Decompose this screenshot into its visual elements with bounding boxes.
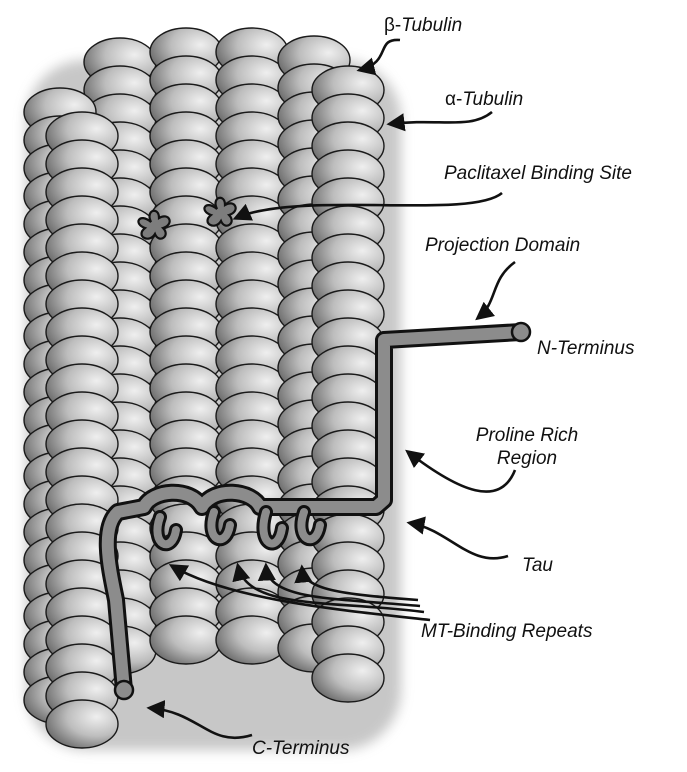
proline-rich-line1: Proline Rich [452,424,602,447]
n-terminus-text: N-Terminus [537,338,635,359]
tubulin-subunit [216,616,288,664]
projection-domain-text: Projection Domain [425,235,580,256]
tau-text: Tau [522,555,553,576]
tubulin-subunit [150,616,222,664]
paclitaxel-label: Paclitaxel Binding Site [444,162,632,185]
n-terminus-end [512,323,530,341]
tubulin-subunit-grid [24,28,384,748]
beta-greek: β- [384,15,401,36]
c-terminus-text: C-Terminus [252,738,350,759]
projection-domain-label: Projection Domain [425,234,580,257]
mt-binding-repeats-text: MT-Binding Repeats [421,621,592,642]
n-terminus-label: N-Terminus [537,337,635,360]
proline-rich-label: Proline Rich Region [452,424,602,470]
paclitaxel-text: Paclitaxel Binding Site [444,163,632,184]
tubulin-subunit [312,654,384,702]
arrow-tau [410,523,508,558]
beta-tubulin-label: β-Tubulin [384,14,462,37]
proline-rich-line2: Region [452,447,602,470]
alpha-tubulin-text: Tubulin [462,89,523,110]
beta-tubulin-text: Tubulin [401,15,462,36]
tubulin-subunit [46,700,118,748]
alpha-greek: α- [445,89,462,110]
tau-label: Tau [522,554,553,577]
alpha-tubulin-label: α-Tubulin [445,88,523,111]
arrow-projection-domain [478,262,515,318]
mt-binding-repeats-label: MT-Binding Repeats [421,620,592,643]
arrow-alpha-tubulin [390,112,492,124]
c-terminus-label: C-Terminus [252,737,350,760]
c-terminus-end [115,681,133,699]
